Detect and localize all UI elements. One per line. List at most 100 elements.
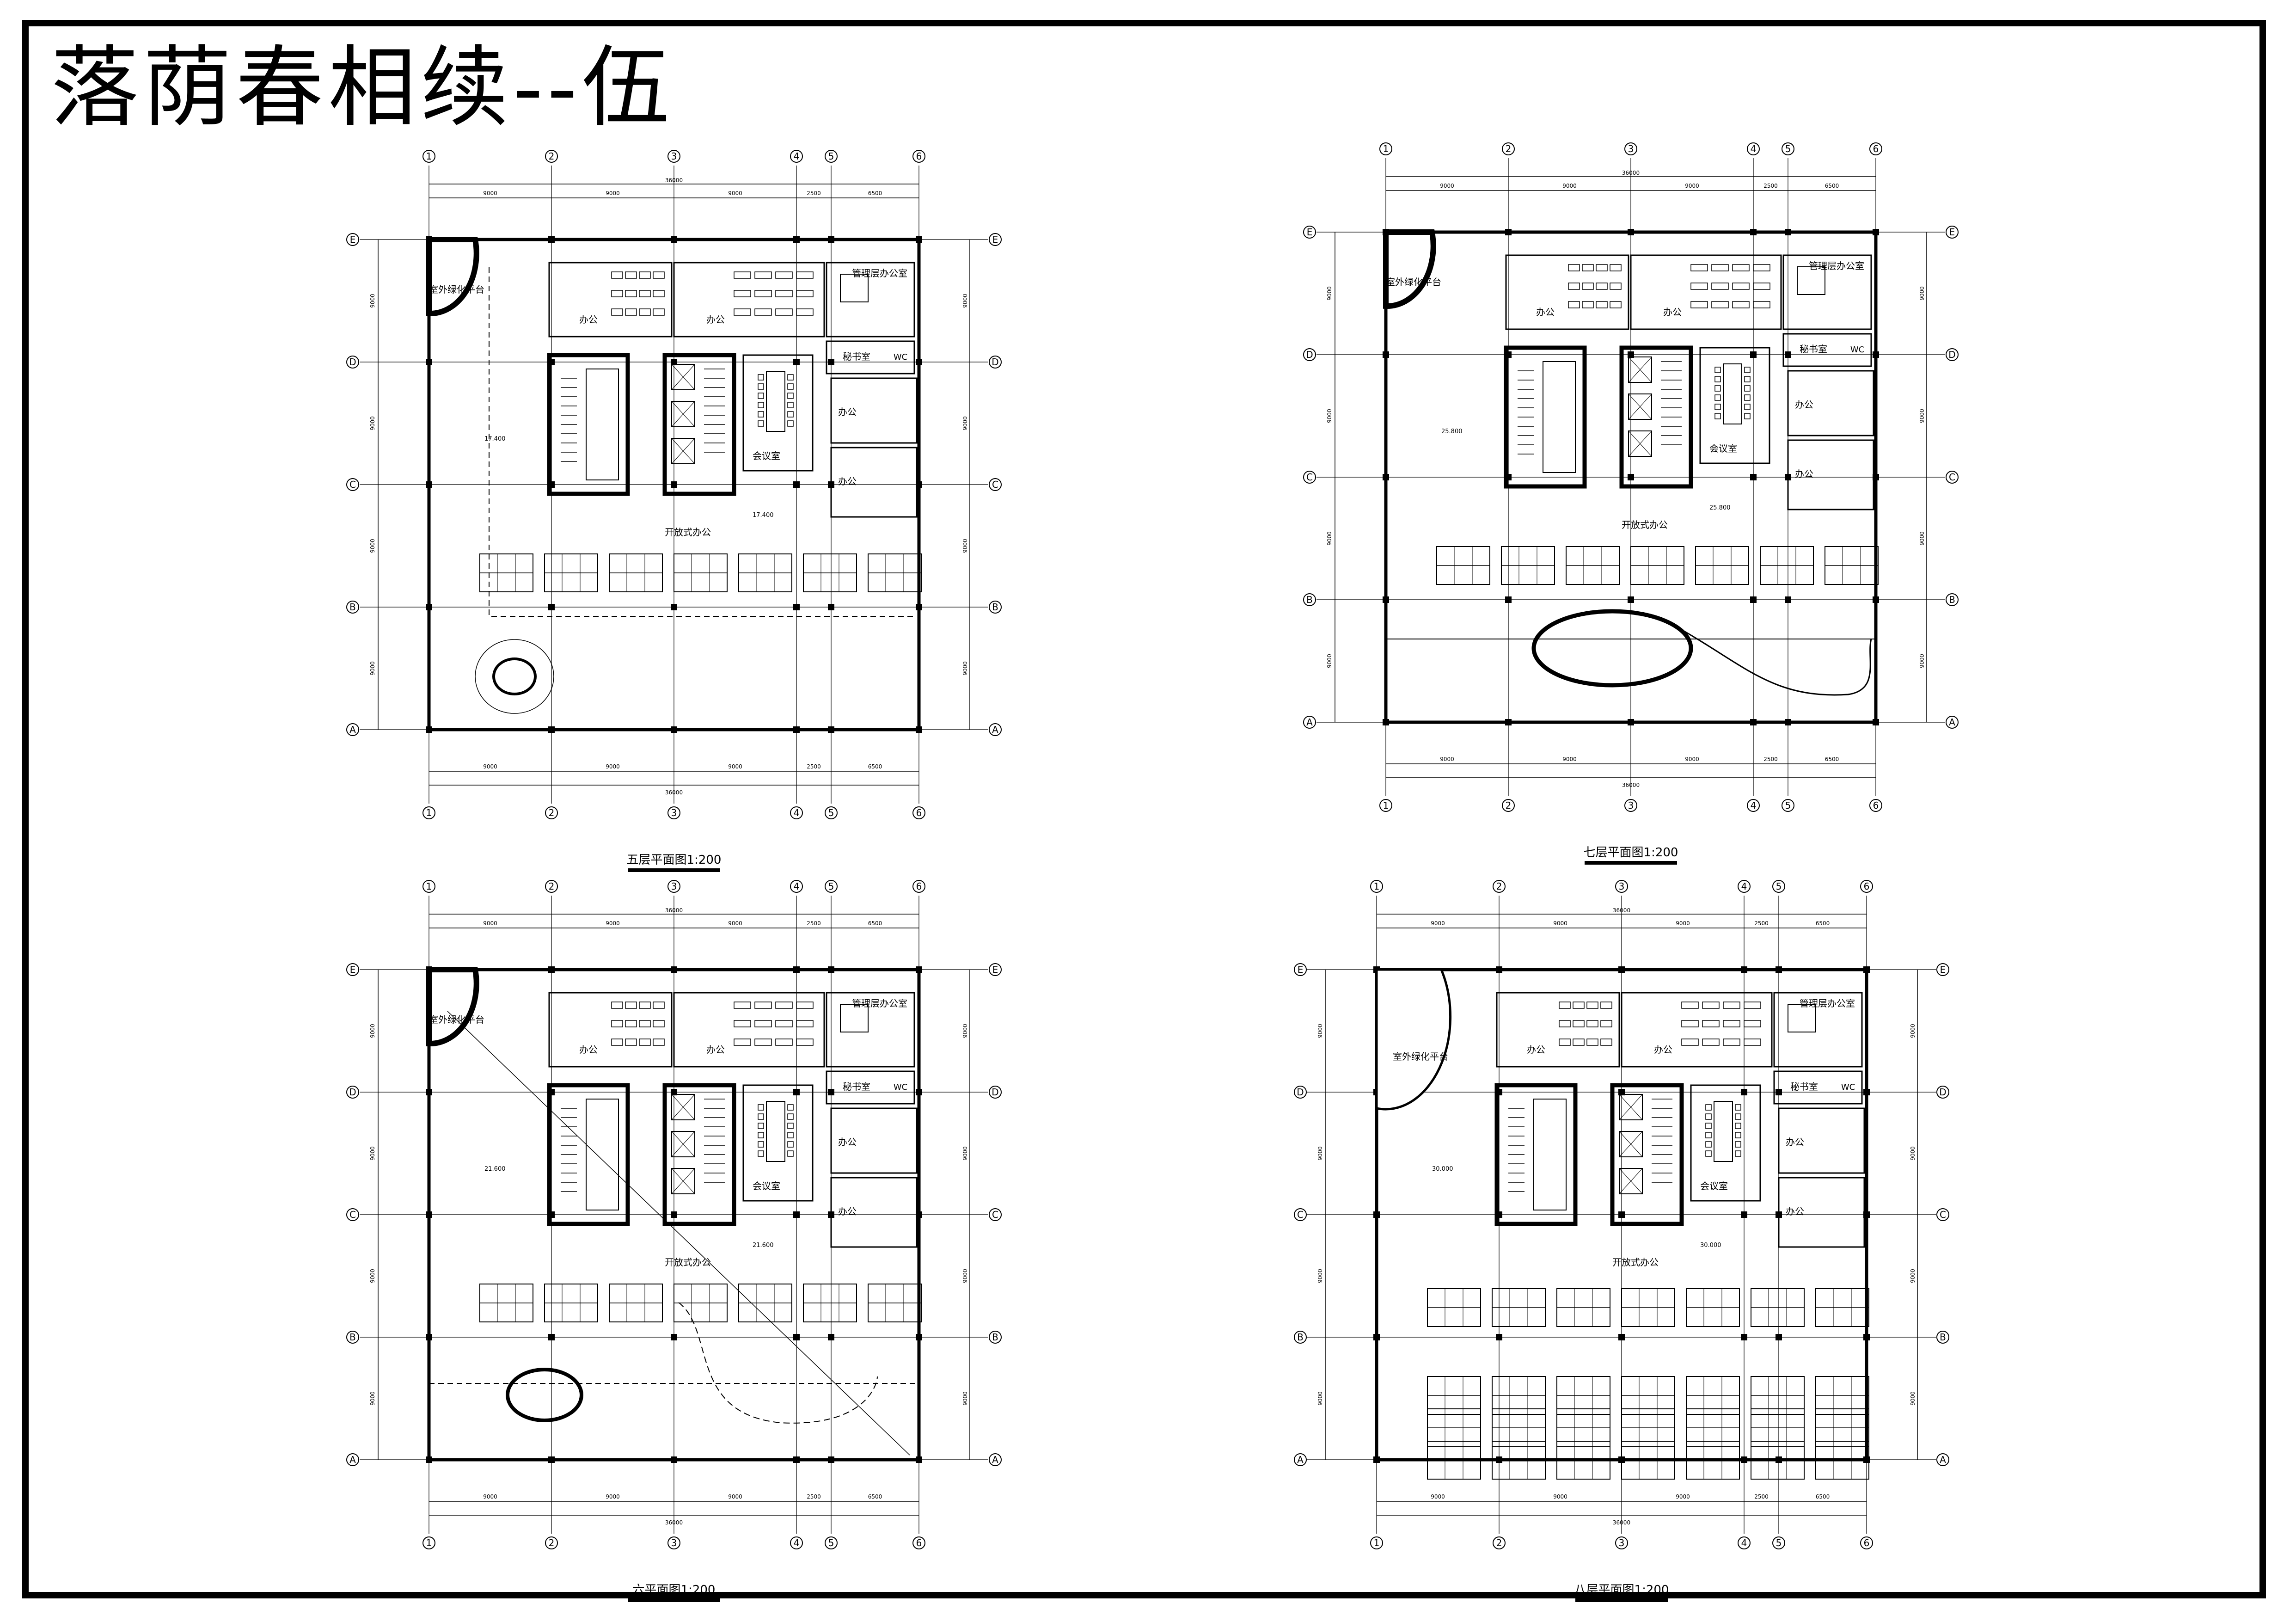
desk <box>754 1001 772 1009</box>
axis-bubble <box>346 723 359 736</box>
axis-bubble <box>790 880 803 893</box>
axis-bubble <box>1738 880 1751 893</box>
axis-bubble <box>1772 880 1785 893</box>
axis-label: 1 <box>1383 143 1389 154</box>
axis-label: 3 <box>671 807 677 818</box>
chair <box>1714 413 1721 419</box>
elevator-cross <box>671 1168 695 1194</box>
elevator-cross <box>671 1094 695 1120</box>
axis-bubble <box>825 880 838 893</box>
axis-bubble <box>1303 348 1316 361</box>
structural-column <box>1496 1456 1502 1463</box>
axis-bubble <box>989 601 1002 614</box>
dimension-text: 9000 <box>1919 654 1925 668</box>
garden-label: 室外绿化平台 <box>1386 276 1441 288</box>
structural-column <box>426 1089 432 1095</box>
manager-label: 管理层办公室 <box>852 268 907 279</box>
dimension-text: 6500 <box>1816 920 1830 927</box>
desk <box>1568 264 1580 271</box>
axis-label: 5 <box>828 881 834 892</box>
desk <box>1732 283 1750 290</box>
elevator-shaft <box>671 1168 695 1194</box>
office-room <box>1787 370 1874 436</box>
dimension-text: 6500 <box>1825 183 1839 189</box>
dimension-text: 9000 <box>483 920 497 927</box>
chair <box>1714 376 1721 382</box>
office-label: 办公 <box>838 1137 857 1148</box>
desk <box>611 290 623 297</box>
axis-bubble <box>1936 1208 1949 1221</box>
desk <box>653 308 665 316</box>
dimension-text: 2500 <box>807 1493 821 1500</box>
axis-bubble <box>989 1453 1002 1466</box>
desk <box>1610 301 1622 308</box>
axis-label: A <box>1297 1454 1304 1465</box>
office-room <box>673 262 825 338</box>
structural-column <box>1776 1334 1782 1340</box>
axis-bubble <box>912 880 925 893</box>
structural-column <box>1785 596 1791 603</box>
axis-bubble <box>989 963 1002 976</box>
void-ellipse <box>492 657 537 695</box>
office-label: 办公 <box>838 406 857 418</box>
desk <box>1573 1001 1585 1009</box>
axis-bubble <box>1294 1453 1307 1466</box>
office-label: 办公 <box>1654 1044 1672 1055</box>
office-label: 办公 <box>1663 307 1682 318</box>
axis-label: A <box>992 724 998 735</box>
meeting-table <box>1714 1101 1733 1162</box>
structural-column <box>426 1211 432 1218</box>
dimension-text: 9000 <box>1910 1024 1916 1038</box>
axis-bubble <box>346 601 359 614</box>
office-room <box>1787 439 1874 510</box>
desk <box>653 1020 665 1027</box>
axis-label: B <box>1949 594 1955 605</box>
axis-label: 1 <box>426 151 432 162</box>
structural-column <box>1383 474 1389 480</box>
axis-label: 2 <box>549 881 555 892</box>
structural-column <box>1618 1334 1625 1340</box>
dimension-text: 9000 <box>1910 1391 1916 1406</box>
toilet-block <box>586 369 619 480</box>
desk <box>1702 1038 1720 1046</box>
axis-label: 2 <box>1506 800 1512 811</box>
desk <box>1586 1020 1598 1027</box>
garden-label: 室外绿化平台 <box>1393 1051 1448 1062</box>
axis-label: C <box>349 479 356 490</box>
dimension-text: 9000 <box>728 1493 742 1500</box>
structural-column <box>1785 351 1791 358</box>
elevation-mark: 17.400 <box>753 512 774 519</box>
dimension-text: 9000 <box>962 1391 968 1406</box>
dimension-text: 9000 <box>606 920 620 927</box>
axis-label: C <box>349 1209 356 1220</box>
desk <box>754 271 772 279</box>
desk <box>1582 301 1594 308</box>
dimension-text: 9000 <box>483 1493 497 1500</box>
axis-bubble <box>1869 799 1882 812</box>
axis-label: 4 <box>1741 1537 1747 1548</box>
axis-label: 6 <box>1873 800 1879 811</box>
office-label: 办公 <box>706 314 725 325</box>
structural-column <box>1873 596 1879 603</box>
elevator-cross <box>1619 1094 1643 1120</box>
office-room <box>830 447 918 518</box>
axis-label: 3 <box>671 881 677 892</box>
manager-room <box>1773 992 1863 1068</box>
axis-bubble <box>1936 1453 1949 1466</box>
void-ellipse <box>1531 609 1693 688</box>
elevator-cross <box>1628 356 1652 383</box>
office-label: 办公 <box>1795 399 1813 410</box>
structural-column <box>1505 229 1512 235</box>
axis-bubble <box>346 1086 359 1099</box>
structural-column <box>671 966 677 973</box>
axis-bubble <box>545 880 558 893</box>
toilet-block <box>1533 1099 1567 1210</box>
dimension-text: 9000 <box>1431 1493 1445 1500</box>
axis-bubble <box>989 233 1002 246</box>
axis-bubble <box>790 1536 803 1549</box>
axis-bubble <box>1379 799 1392 812</box>
structural-column <box>1628 351 1634 358</box>
elevator-shaft <box>671 364 695 390</box>
